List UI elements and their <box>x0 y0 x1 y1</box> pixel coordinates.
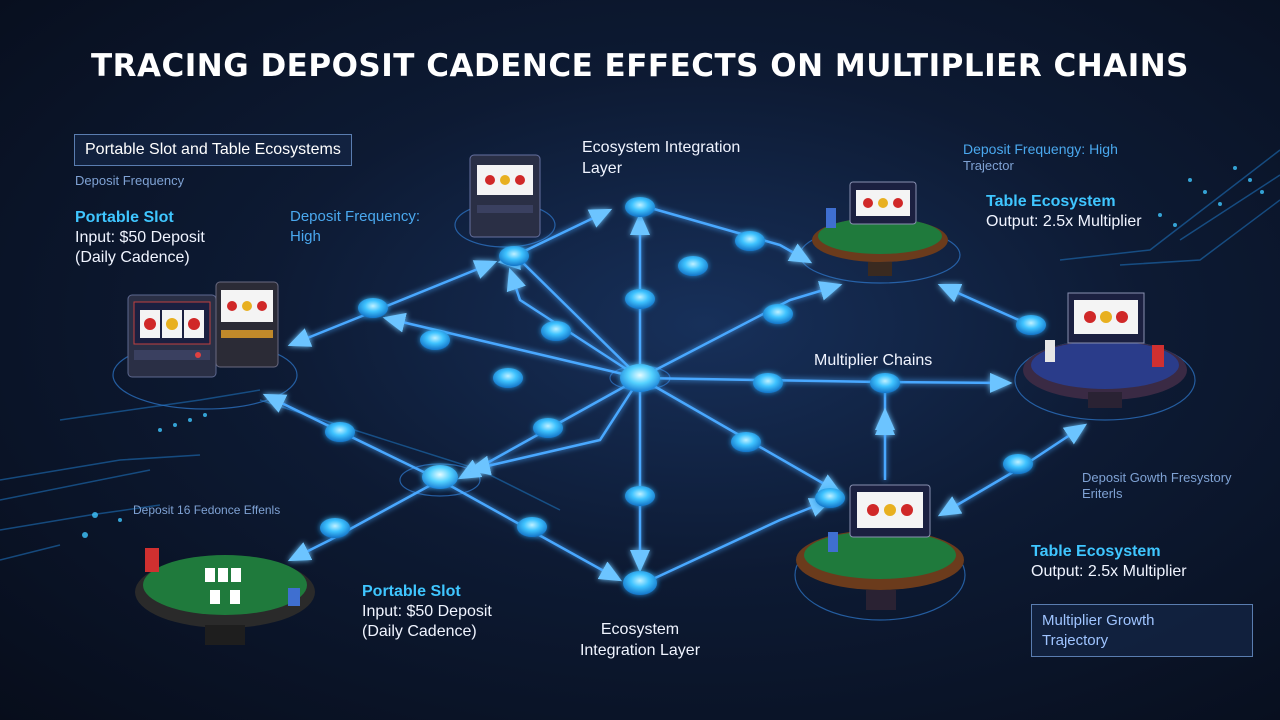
portable-slot-bottom-name: Portable Slot <box>362 583 461 600</box>
card-table-icon <box>1023 292 1187 408</box>
node <box>1003 454 1033 474</box>
node <box>625 486 655 506</box>
node <box>625 289 655 309</box>
page-title: TRACING DEPOSIT CADENCE EFFECTS ON MULTI… <box>90 48 1190 84</box>
card-table-icon <box>135 548 315 645</box>
portable-slot-top-name: Portable Slot <box>75 209 174 226</box>
table-ecosystem-bottom-name: Table Ecosystem <box>1031 543 1161 560</box>
integration-layer-bottom-label: Ecosystem Integration Layer <box>560 620 720 662</box>
growth-trajectory-box: Multiplier Growth Trajectory <box>1031 604 1253 657</box>
deposit-freq-high-right-label: Deposit Frequengy: High Trajector <box>963 140 1118 175</box>
network-nodes <box>320 197 1046 595</box>
table-ecosystem-top-output: Output: 2.5x Multiplier <box>986 213 1142 230</box>
deposit-freq-high-mid-line1: Deposit Frequency: <box>290 208 421 225</box>
node <box>358 298 388 318</box>
node <box>625 197 655 217</box>
slot-machine-icon <box>127 294 217 378</box>
node <box>493 368 523 388</box>
integration-layer-top-label: Ecosystem Integration Layer <box>582 138 740 180</box>
growth-trajectory-line1: Multiplier Growth <box>1042 612 1155 629</box>
portable-slot-bottom-input: Input: $50 Deposit <box>362 603 492 620</box>
hub-node-center <box>620 364 660 392</box>
portable-slot-top-label: Portable Slot Input: $50 Deposit (Daily … <box>75 208 205 268</box>
integration-layer-top-line1: Ecosystem Integration <box>582 139 741 156</box>
network-edges <box>262 203 1088 587</box>
hub-node-lower <box>422 465 458 489</box>
deposit-freq-high-mid-line2: High <box>290 227 321 245</box>
slot-machine-icon <box>469 154 541 238</box>
portable-slot-bottom-cadence: (Daily Cadence) <box>362 623 477 640</box>
circuit-dots <box>82 166 1264 538</box>
node <box>533 418 563 438</box>
node <box>735 231 765 251</box>
node <box>517 517 547 537</box>
node <box>325 422 355 442</box>
header-box: Portable Slot and Table Ecosystems <box>74 134 352 166</box>
card-table-icon <box>796 484 964 610</box>
node <box>870 373 900 393</box>
node <box>678 256 708 276</box>
portable-slot-top-input: Input: $50 Deposit <box>75 229 205 246</box>
deposit-freq-high-right-line1: Deposit Frequengy: High <box>963 141 1118 157</box>
node <box>753 373 783 393</box>
integration-layer-bottom-line2: Integration Layer <box>579 641 701 659</box>
node <box>1016 315 1046 335</box>
node <box>623 571 657 595</box>
slot-machine-icon <box>215 281 279 368</box>
integration-layer-bottom-line1: Ecosystem <box>600 621 680 638</box>
deposit-fedonce-label: Deposit 16 Fedonce Effenls <box>133 503 281 517</box>
table-ecosystem-top-label: Table Ecosystem Output: 2.5x Multiplier <box>986 192 1142 232</box>
node <box>731 432 761 452</box>
node <box>763 304 793 324</box>
table-ecosystem-bottom-output: Output: 2.5x Multiplier <box>1031 563 1187 580</box>
multiplier-chains-label: Multiplier Chains <box>814 352 933 369</box>
deposit-freq-high-mid-label: Deposit Frequency: High <box>290 207 420 246</box>
portable-slot-top-cadence: (Daily Cadence) <box>75 249 190 266</box>
node <box>420 330 450 350</box>
growth-trajectory-line2: Trajectory <box>1042 631 1109 649</box>
deposit-growth-line1: Deposit Gowth Fresystory <box>1082 470 1232 485</box>
deposit-growth-label: Deposit Gowth Fresystory Eriterls <box>1082 470 1232 503</box>
portable-slot-bottom-label: Portable Slot Input: $50 Deposit (Daily … <box>362 582 492 642</box>
deposit-frequency-label: Deposit Frequency <box>75 173 185 188</box>
node <box>815 488 845 508</box>
integration-layer-top-line2: Layer <box>582 159 623 177</box>
table-ecosystem-bottom-label: Table Ecosystem Output: 2.5x Multiplier <box>1031 542 1187 582</box>
card-table-icon <box>812 181 948 276</box>
header-box-label: Portable Slot and Table Ecosystems <box>85 141 341 158</box>
deposit-growth-line2: Eriterls <box>1082 486 1123 502</box>
node <box>320 518 350 538</box>
table-ecosystem-top-name: Table Ecosystem <box>986 193 1116 210</box>
node <box>541 321 571 341</box>
node <box>499 246 529 266</box>
deposit-freq-high-right-line2: Trajector <box>963 158 1014 174</box>
